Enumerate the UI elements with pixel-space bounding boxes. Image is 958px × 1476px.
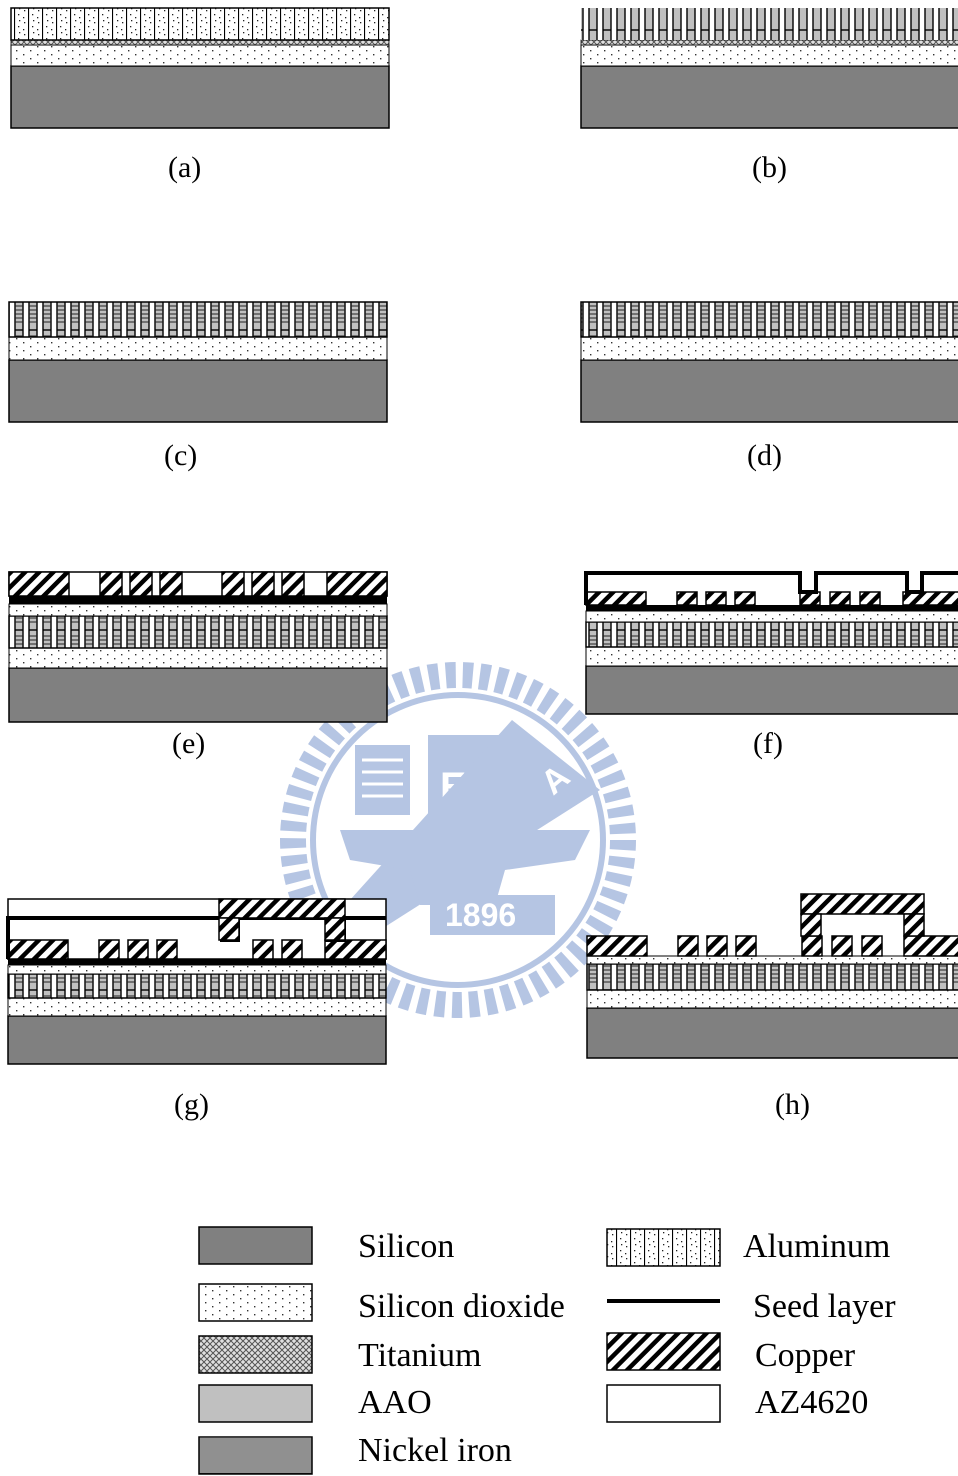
panel-label-d: (d): [747, 439, 782, 472]
panel-g: (g): [8, 899, 386, 1121]
legend-label-copper: Copper: [755, 1337, 856, 1374]
legend-swatch-copper: [607, 1333, 720, 1370]
legend-swatch-aluminum: [607, 1229, 720, 1266]
legend-swatch-nickel-iron: [199, 1437, 312, 1474]
panel-label-h: (h): [775, 1088, 810, 1121]
legend-swatch-silicon-dioxide: [199, 1284, 312, 1321]
legend-label-aao: AAO: [358, 1384, 432, 1421]
panel-label-b: (b): [752, 151, 787, 184]
panel-label-a: (a): [168, 151, 201, 184]
panel-label-g: (g): [174, 1088, 209, 1121]
panel-f: (f): [586, 573, 958, 760]
panel-label-f: (f): [753, 727, 783, 760]
legend-label-titanium: Titanium: [358, 1337, 481, 1374]
panel-label-c: (c): [164, 439, 197, 472]
legend-label-nickel-iron: Nickel iron: [358, 1432, 512, 1469]
panel-label-e: (e): [172, 727, 205, 760]
panel-d: (d): [581, 302, 958, 472]
legend-label-aluminum: Aluminum: [743, 1228, 890, 1265]
panel-b: (b): [581, 8, 958, 184]
legend-label-seed-layer: Seed layer: [753, 1288, 896, 1325]
panel-a: (a): [11, 8, 389, 184]
legend-label-silicon-dioxide: Silicon dioxide: [358, 1288, 565, 1325]
legend-label-az4620: AZ4620: [755, 1384, 868, 1421]
legend-label-silicon: Silicon: [358, 1228, 454, 1265]
legend: Silicon Silicon dioxide Titanium AAO Nic…: [199, 1227, 896, 1474]
panel-h: (h): [587, 894, 958, 1121]
legend-swatch-aao: [199, 1385, 312, 1422]
legend-swatch-titanium: [199, 1336, 312, 1373]
watermark-year: 1896: [445, 897, 516, 933]
legend-swatch-az4620: [607, 1385, 720, 1422]
legend-swatch-silicon: [199, 1227, 312, 1264]
panel-c: (c): [9, 302, 387, 472]
